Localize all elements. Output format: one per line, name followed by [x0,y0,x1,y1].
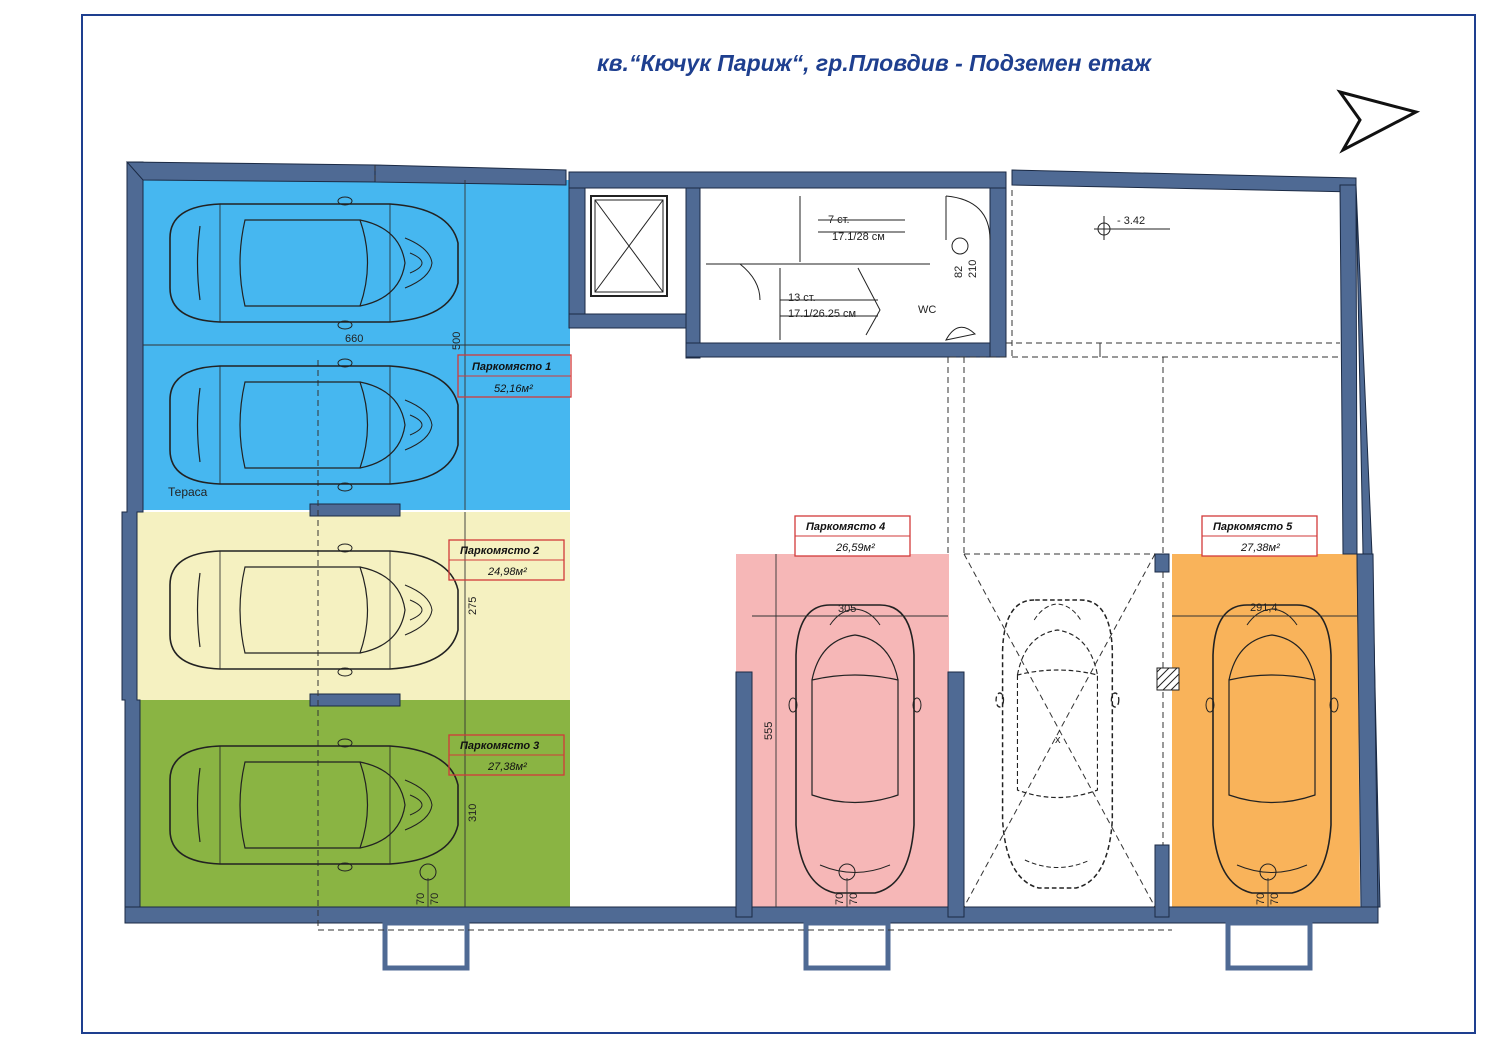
spot-5-area [1172,554,1360,907]
parking-label-5: Паркомясто 5 27,38м² [1201,515,1318,557]
dim-555: 555 [763,722,775,740]
dim-70-e: 70 [1255,893,1267,905]
stair-2-steps: 13 ст. [788,292,816,304]
parking-1-area: 52,16м² [494,383,533,395]
elevation-label: - 3.42 [1117,215,1145,227]
parking-4-area: 26,59м² [835,542,875,554]
dim-500: 500 [451,332,463,350]
dim-70-f: 70 [1269,893,1281,905]
dim-310: 310 [467,804,479,822]
walls [121,161,1381,924]
wc-dim-1: 82 [953,266,965,278]
dim-70-b: 70 [429,893,441,905]
stair-1-size: 17.1/28 см [832,231,885,243]
parking-5-name: Паркомясто 5 [1213,521,1293,533]
parking-label-2: Паркомясто 2 24,98м² [448,539,565,581]
wc-dim-2: 210 [967,260,979,278]
north-arrow-icon [1336,89,1421,154]
parking-3-area: 27,38м² [487,761,527,773]
parking-3-name: Паркомясто 3 [460,740,539,752]
wc-fixtures [945,195,991,341]
parking-2-area: 24,98м² [487,566,527,578]
dim-70-c: 70 [834,893,846,905]
dim-305: 305 [838,603,856,615]
hatch-box [1156,667,1180,691]
parking-5-area: 27,38м² [1240,542,1280,554]
dimension-lines [143,180,1357,907]
page-title: кв.“Кючук Париж“, гр.Пловдив - Подземен … [597,50,1152,76]
dim-275: 275 [467,597,479,615]
page-frame [81,14,1476,1034]
parking-label-1: Паркомясто 1 52,16м² [457,354,572,398]
parking-label-4: Паркомясто 4 26,59м² [794,515,911,557]
parking-2-name: Паркомясто 2 [460,545,539,557]
dim-70-a: 70 [415,893,427,905]
terrace-label: Тераса [168,485,208,499]
stair-2-size: 17.1/26.25 см [788,308,856,320]
dim-70-d: 70 [848,893,860,905]
parking-4-name: Паркомясто 4 [806,521,885,533]
wc-label: WC [918,304,936,316]
dim-291: 291,4 [1250,602,1278,614]
staircase [706,196,930,340]
spot-3-area [135,700,570,907]
parking-label-3: Паркомясто 3 27,38м² [448,734,565,776]
dashed-guides [317,165,1340,931]
elevator-shaft [590,195,668,297]
dim-660: 660 [345,333,363,345]
center-x-mark: x [1055,734,1061,746]
stair-1-steps: 7 ст. [828,214,850,226]
parking-1-name: Паркомясто 1 [472,361,551,373]
elevation-marker-icon [1094,216,1170,240]
